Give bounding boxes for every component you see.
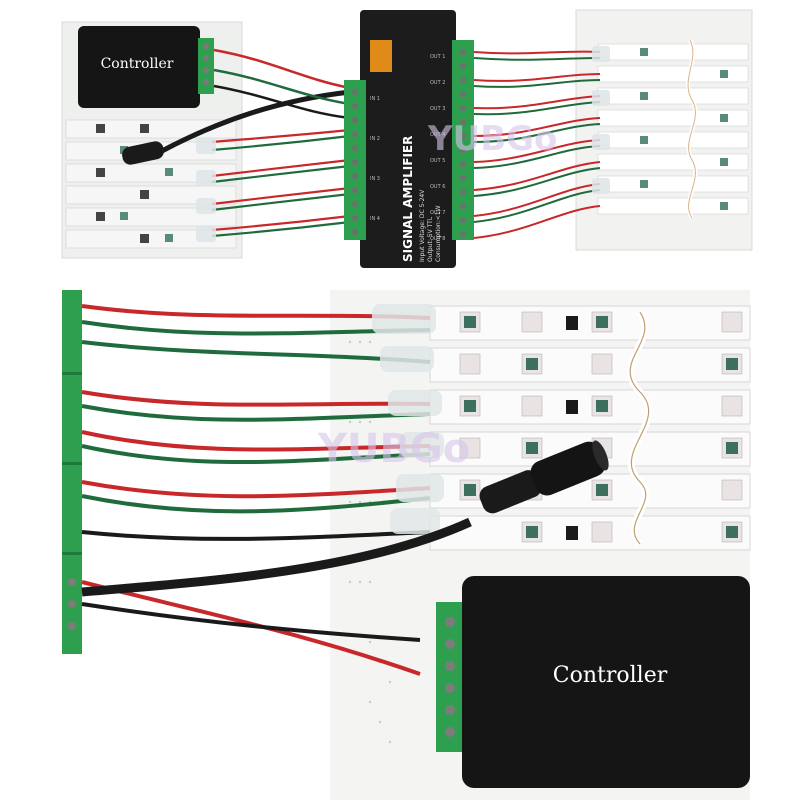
- output-label-1: OUT 1: [430, 54, 445, 60]
- output-label-2: OUT 2: [430, 80, 445, 86]
- input-label-4: IN 4: [370, 216, 380, 222]
- signal-amplifier: SIGNAL AMPLIFIER Input Voltage: DC 5-24V…: [344, 10, 474, 268]
- input-label-3: IN 3: [370, 176, 380, 182]
- amplifier-spec-2: Output: 5V TTL: [427, 216, 434, 262]
- output-terminals: [452, 40, 474, 240]
- output-label-5: OUT 5: [430, 158, 445, 164]
- bottom-photo: Controller YUBGo: [0, 282, 800, 800]
- left-terminal-column: [62, 290, 82, 654]
- amplifier-title: SIGNAL AMPLIFIER: [401, 136, 415, 262]
- output-label-3: OUT 3: [430, 106, 445, 112]
- dc-jack-icon: [479, 440, 609, 514]
- output-label-7: OUT 7: [430, 210, 445, 216]
- input-label-2: IN 2: [370, 136, 380, 142]
- amplifier-spec-1: Input Voltage: DC 5-24V: [419, 189, 426, 262]
- input-label-1: IN 1: [370, 96, 380, 102]
- amplifier-spec-3: Consumption:<1W: [435, 205, 442, 262]
- dc-jack-icon: [122, 141, 164, 165]
- bottom-watermark: YUBGo: [317, 426, 470, 472]
- output-label-4: OUT 4: [430, 132, 445, 138]
- top-controller: Controller: [78, 26, 214, 108]
- output-label-8: OUT 8: [430, 236, 445, 242]
- fuse-icon: [370, 40, 392, 72]
- output-label-6: OUT 6: [430, 184, 445, 190]
- top-controller-label: Controller: [101, 56, 174, 72]
- heat-shrink-joints: [372, 304, 444, 534]
- bottom-controller: Controller: [436, 576, 750, 788]
- bottom-controller-label: Controller: [553, 663, 668, 688]
- top-watermark: YUBGo: [427, 119, 557, 159]
- top-photo: Controller: [0, 0, 800, 270]
